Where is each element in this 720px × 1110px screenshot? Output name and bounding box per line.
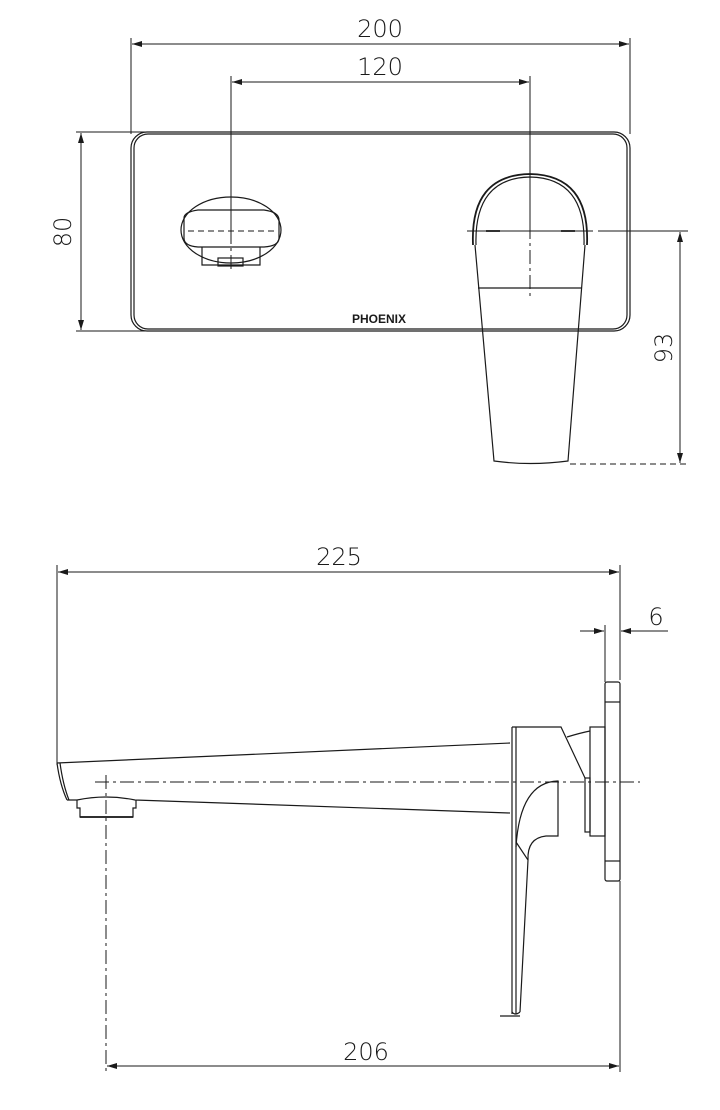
dimension-label-120: 120 (357, 53, 403, 81)
dimension-plate-height: 80 (49, 131, 150, 332)
dimension-overall-projection: 225 (56, 543, 621, 765)
dimension-label-225: 225 (316, 543, 362, 571)
dimension-plate-width: 200 (132, 15, 629, 47)
side-view: 225 6 (56, 543, 668, 1072)
dimension-label-206: 206 (343, 1038, 389, 1066)
dimension-label-80: 80 (49, 217, 77, 248)
dimension-label-93: 93 (650, 333, 678, 364)
dimension-outlet-to-wall: 206 (105, 775, 621, 1072)
front-view: 200 120 80 PHOENIX (49, 15, 688, 465)
dimension-plate-thickness: 6 (580, 603, 668, 682)
dimension-label-200: 200 (357, 15, 403, 43)
brand-logo: PHOENIX (352, 312, 406, 326)
mixer-handle (467, 150, 593, 465)
dimension-handle-drop: 93 (570, 230, 688, 465)
wall-plate: PHOENIX (130, 131, 631, 332)
dimension-label-6: 6 (648, 603, 663, 631)
spout (56, 742, 640, 818)
mixer-body-side (500, 726, 606, 1017)
dimension-centre-spacing: 120 (232, 53, 529, 85)
diverter-knob (180, 180, 282, 270)
